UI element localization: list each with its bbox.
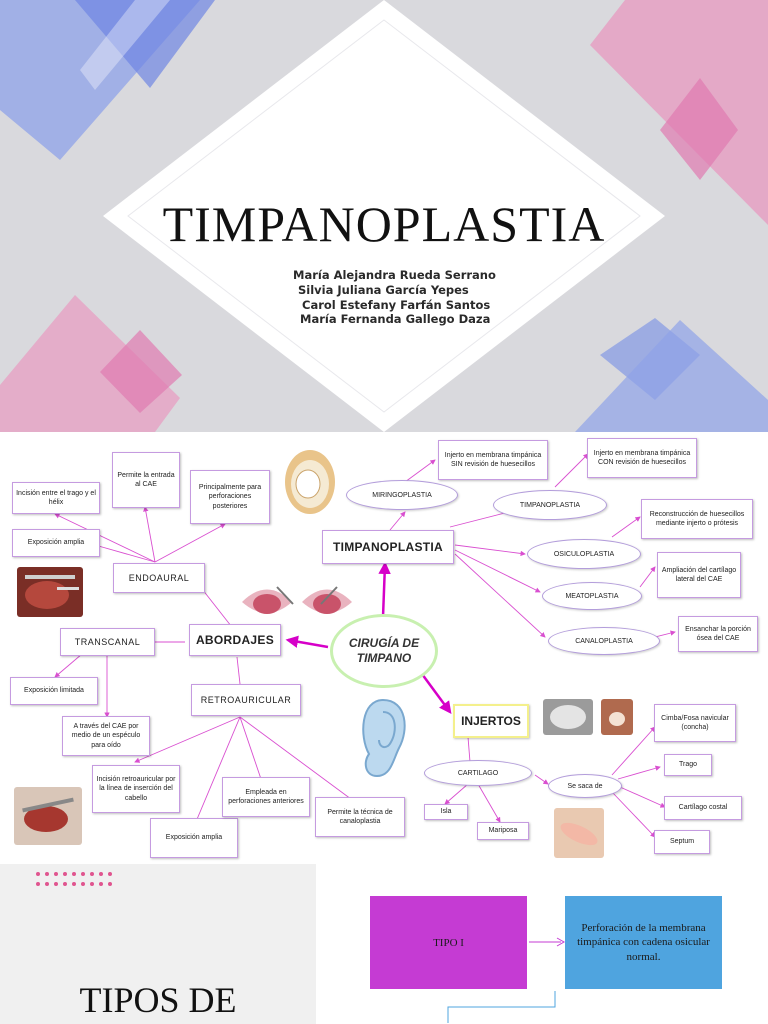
tipo-description-box: Perforación de la membrana timpánica con… <box>565 896 722 989</box>
injertos-node: INJERTOS <box>453 704 529 738</box>
endoaural-note: Principalmente para perforaciones poster… <box>190 470 270 524</box>
meatoplastia-note: Ampliación del cartílago lateral del CAE <box>657 552 741 598</box>
miringoplastia-note: Injerto en membrana timpánica SIN revisi… <box>438 440 548 480</box>
endoaural-note: Exposición amplia <box>12 529 100 557</box>
connector-line <box>447 991 556 1023</box>
cartilage-photo <box>554 808 604 858</box>
retroauricular-note: Incisión retroauricular por la línea de … <box>92 765 180 813</box>
tipo-label-box: TIPO I <box>370 896 527 989</box>
graft-source-item: Cartílago costal <box>664 796 742 820</box>
title-slide: TIMPANOPLASTIA María Alejandra Rueda Ser… <box>0 0 768 432</box>
timpanoplastia-node: TIMPANOPLASTIA <box>322 530 454 564</box>
abordajes-node: ABORDAJES <box>189 624 281 656</box>
surgery-photo <box>17 567 83 617</box>
mind-map-slide: CIRUGÍA DE TIMPANO TIMPANOPLASTIA MIRING… <box>0 432 768 864</box>
meatoplastia-node: MEATOPLASTIA <box>542 582 642 610</box>
author-name: María Fernanda Gallego Daza <box>300 312 491 326</box>
endoaural-node: ENDOAURAL <box>113 563 205 593</box>
retroauricular-note: Permite la técnica de canaloplastia <box>315 797 405 837</box>
graft-source-item: Cimba/Fosa navicular (concha) <box>654 704 736 742</box>
canaloplastia-note: Ensanchar la porción ósea del CAE <box>678 616 758 652</box>
author-name: Silvia Juliana García Yepes <box>298 283 469 297</box>
tipos-slide: TIPOS DE TIPO I Perforación de la membra… <box>0 864 768 1024</box>
ear-anatomy-illustration <box>285 450 335 514</box>
cartilago-node: CARTILAGO <box>424 760 532 786</box>
author-name: María Alejandra Rueda Serrano <box>293 268 496 282</box>
surgery-photo <box>14 787 82 845</box>
transcanal-node: TRANSCANAL <box>60 628 155 656</box>
graft-source-item: Trago <box>664 754 712 776</box>
ear-illustration <box>362 698 406 778</box>
miringoplastia-node: MIRINGOPLASTIA <box>346 480 458 510</box>
arrow-icon <box>529 937 566 947</box>
author-name: Carol Estefany Farfán Santos <box>302 298 491 312</box>
retroauricular-note: Empleada en perforaciones anteriores <box>222 777 310 817</box>
canaloplastia-node: CANALOPLASTIA <box>548 627 660 655</box>
membrane-illustration <box>242 586 352 614</box>
presentation-title: TIMPANOPLASTIA <box>162 196 606 252</box>
timpanoplastia-note: Injerto en membrana timpánica CON revisi… <box>587 438 697 478</box>
graft-photo <box>601 699 633 735</box>
retroauricular-node: RETROAURICULAR <box>191 684 301 716</box>
endoaural-note: Permite la entrada al CAE <box>112 452 180 508</box>
tipos-side-panel <box>0 864 316 1024</box>
endoaural-note: Incisión entre el trago y el hélix <box>12 482 100 514</box>
cartilago-shape-isla: Isla <box>424 804 468 820</box>
retroauricular-note: Exposición amplia <box>150 818 238 858</box>
graft-photo <box>543 699 593 735</box>
graft-source-item: Septum <box>654 830 710 854</box>
mind-map-connectors <box>54 453 676 838</box>
osiculoplastia-note: Reconstrucción de huesecillos mediante i… <box>641 499 753 539</box>
transcanal-note: A través del CAE por medio de un espécul… <box>62 716 150 756</box>
central-topic: CIRUGÍA DE TIMPANO <box>330 614 438 688</box>
osiculoplastia-node: OSICULOPLASTIA <box>527 539 641 569</box>
timpanoplastia-type-node: TIMPANOPLASTIA <box>493 490 607 520</box>
transcanal-note: Exposición limitada <box>10 677 98 705</box>
graft-source-node: Se saca de <box>548 774 622 798</box>
cartilago-shape-mariposa: Mariposa <box>477 822 529 840</box>
title-background-shapes <box>0 0 768 432</box>
tipos-title: TIPOS DE <box>79 980 237 1020</box>
